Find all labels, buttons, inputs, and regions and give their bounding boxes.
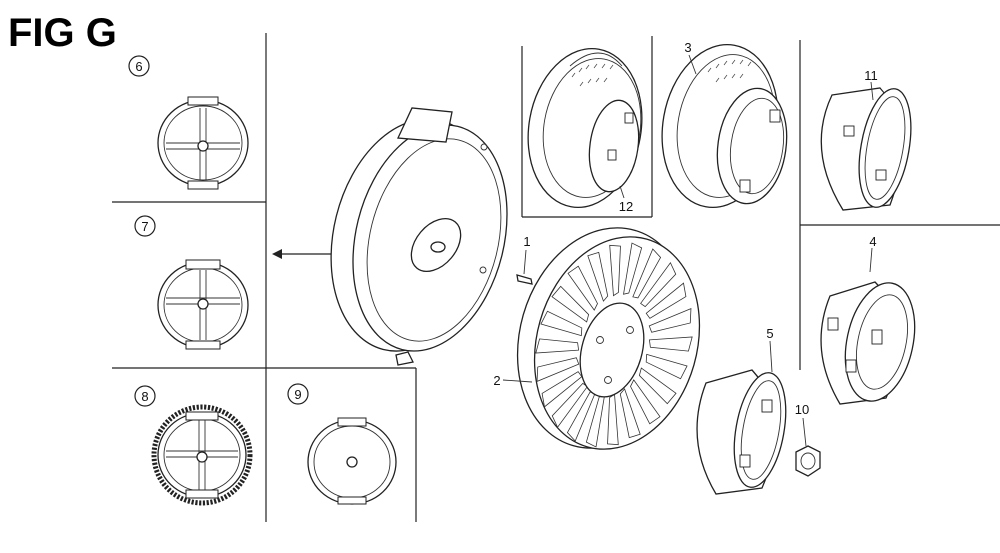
fan-blade [645,282,687,319]
nut-10 [795,445,821,477]
starter-cup-3 [661,43,788,209]
fan-blade [551,382,588,429]
callout-4: 4 [869,234,876,249]
starter-cup-12 [527,47,643,209]
cooling-fan [516,227,701,450]
callout-3: 3 [684,40,691,55]
starter-pulley-6 [157,96,249,190]
flywheel-cover [330,107,508,366]
callout-8: 8 [134,385,156,407]
starter-pulley-9 [307,417,397,505]
callout-9: 9 [287,383,309,405]
fan-blade [648,307,692,333]
figure-title: FIG G [8,11,117,55]
svg-text:7: 7 [141,219,148,234]
fan-blade [587,251,609,302]
sleeve-11 [820,87,912,211]
callout-2: 2 [493,373,500,388]
callout-5: 5 [766,326,773,341]
fan-blade [536,357,580,383]
ratchet-cup-4 [820,281,916,405]
fan-blade [551,285,590,323]
fan-blade [632,248,662,299]
sleeve-5 [696,369,787,495]
fan-blade [607,393,619,446]
fan-blade [638,367,677,405]
fan-blade [630,379,661,425]
fan-blade [619,388,641,439]
svg-text:6: 6 [135,59,142,74]
panel-dividers [112,33,1000,522]
fan-blade [640,261,677,308]
callout-10: 10 [795,402,809,417]
svg-text:8: 8 [141,389,148,404]
callout-1: 1 [523,234,530,249]
fan-blade [535,338,580,354]
fan-blade [645,353,688,380]
fan-blade [567,265,598,311]
callout-7: 7 [134,215,156,237]
fan-blade [648,336,693,352]
svg-text:9: 9 [294,387,301,402]
fan-blade [609,244,621,297]
direction-arrow [272,249,334,259]
fan-blade [623,242,643,295]
fan-blade [540,310,583,337]
callout-11: 11 [864,68,878,83]
callout-12: 12 [619,199,633,214]
starter-pulley-7 [157,259,249,350]
fan-blade [541,371,583,408]
key-part-1 [516,274,533,285]
callout-6: 6 [128,55,150,77]
leader-lines [502,54,874,447]
starter-pulley-8 [151,404,253,506]
